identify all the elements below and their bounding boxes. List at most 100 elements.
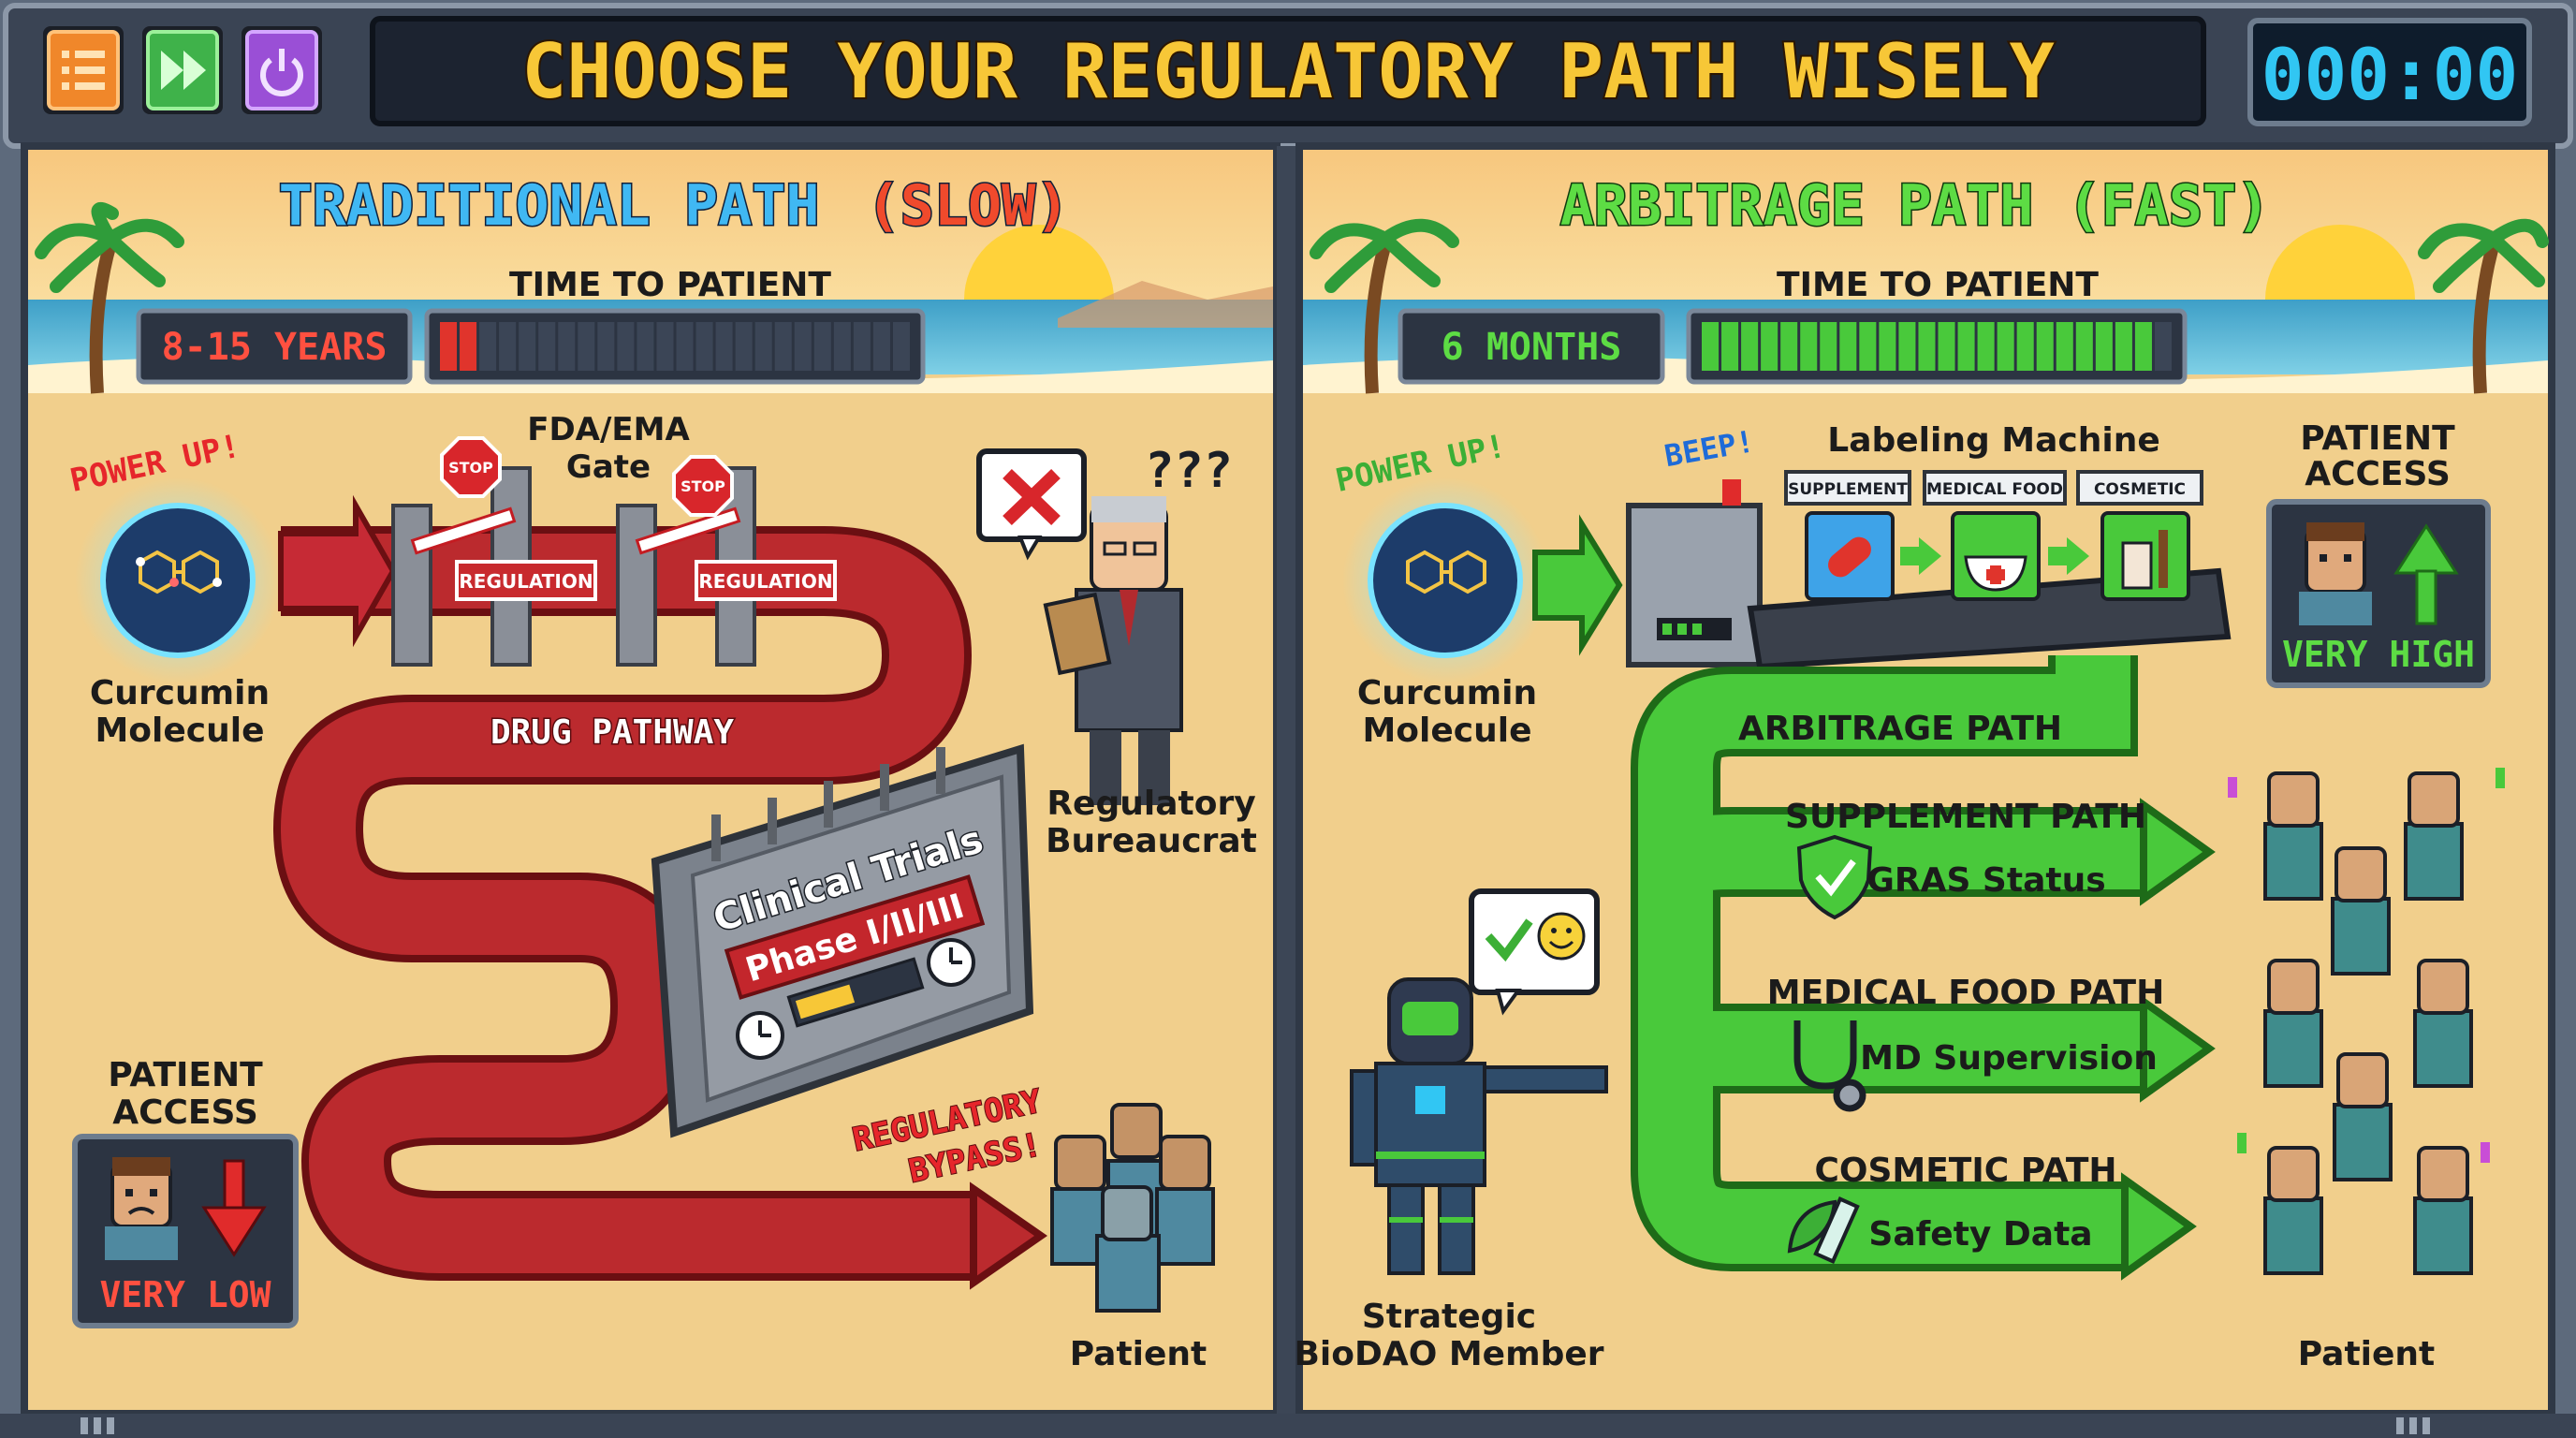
left-time-value-box: 8-15 YEARS: [136, 308, 413, 385]
left-progress-segment: [735, 322, 753, 371]
left-progress-segment: [872, 322, 890, 371]
regulation-sign-2: REGULATION: [695, 560, 837, 601]
palm-tree-icon: [35, 202, 184, 394]
right-progress-segment: [2095, 322, 2113, 371]
arrow-up-icon: [2393, 523, 2459, 625]
left-progress-segment: [499, 322, 517, 371]
right-molecule: [1342, 477, 1548, 683]
svg-text:STOP: STOP: [448, 459, 493, 477]
right-access-box: VERY HIGH: [2266, 499, 2491, 688]
happy-patient-group: [2228, 768, 2505, 1275]
fast-forward-icon: [161, 51, 206, 90]
right-progress-segment: [2016, 322, 2034, 371]
supplement-path-title: SUPPLEMENT PATH: [1785, 798, 2146, 836]
right-progress-segment: [2154, 322, 2172, 371]
right-panel: ARBITRAGE PATH (FAST) TIME TO PATIENT 6 …: [1294, 142, 2555, 1417]
right-progress-segment: [1918, 322, 1936, 371]
right-progress-segment: [1800, 322, 1818, 371]
timer-display: 000:00: [2261, 33, 2519, 116]
right-progress-segment: [1898, 322, 1916, 371]
left-progress-segment: [440, 322, 458, 371]
right-progress-segment: [1938, 322, 1955, 371]
right-access-label-1: PATIENT: [2300, 419, 2455, 458]
gate-label-1: FDA/EMA: [527, 411, 690, 448]
right-progress-segment: [1997, 322, 2014, 371]
molecule-icon-2: [1406, 550, 1486, 594]
leaf-tube-icon: [1787, 1196, 1860, 1264]
approval-speech-bubble: [1469, 888, 1600, 1016]
left-molecule: [75, 477, 281, 683]
gate-label-2: Gate: [566, 448, 651, 486]
member-label-2: BioDAO Member: [1294, 1335, 1603, 1373]
right-progress-segment: [1741, 322, 1759, 371]
food-bowl-icon: [1951, 511, 2041, 601]
palm-tree-icon-2: [1310, 218, 1459, 394]
stop-sign-icon: STOP: [440, 436, 502, 498]
menu-button[interactable]: [43, 26, 124, 114]
sad-face-icon: [105, 1157, 178, 1260]
left-progress-segment: [460, 322, 477, 371]
stop-sign-icon-2: STOP: [672, 455, 734, 517]
right-progress-segment: [1721, 322, 1739, 371]
right-progress-segment: [1879, 322, 1896, 371]
left-progress-segment: [853, 322, 871, 371]
supplement-path-badge: GRAS Status: [1866, 861, 2105, 900]
right-progress-segment: [2056, 322, 2073, 371]
power-icon: [260, 49, 303, 96]
svg-text:REGULATION: REGULATION: [698, 570, 832, 593]
right-progress-segment: [1957, 322, 1975, 371]
left-progress-segment: [715, 322, 733, 371]
bureaucrat-label-1: Regulatory: [1046, 785, 1255, 823]
right-pathway-label: ARBITRAGE PATH: [1738, 710, 2062, 748]
regulation-sign-1: REGULATION: [455, 560, 597, 601]
machine-label: Labeling Machine: [1827, 421, 2160, 460]
right-progress-segment: [2036, 322, 2054, 371]
right-patient-label: Patient: [2298, 1335, 2436, 1373]
medical-food-tag: MEDICAL FOOD: [1923, 470, 2067, 506]
rejection-speech-bubble: [976, 448, 1087, 561]
right-progress-segment: [1761, 322, 1778, 371]
page-title: CHOOSE YOUR REGULATORY PATH WISELY: [521, 28, 2055, 115]
svg-text:COSMETIC: COSMETIC: [2094, 480, 2186, 499]
bureaucrat-label-2: Bureaucrat: [1046, 822, 1257, 860]
right-time-label: TIME TO PATIENT: [1777, 266, 2099, 304]
left-progress-segment: [892, 322, 910, 371]
member-label-1: Strategic: [1362, 1298, 1536, 1336]
left-progress-segment: [519, 322, 536, 371]
power-button[interactable]: [242, 26, 322, 114]
smiley-icon: [1537, 912, 1586, 961]
right-progress-segment: [2115, 322, 2132, 371]
left-progress-segment: [794, 322, 812, 371]
drug-pathway-road: [272, 494, 1048, 1290]
right-molecule-label-1: Curcumin: [1357, 674, 1537, 712]
clinical-trials-wall: Clinical Trials Phase I/II/III: [651, 743, 1034, 1138]
svg-text:MEDICAL FOOD: MEDICAL FOOD: [1926, 480, 2063, 499]
left-progress-segment: [656, 322, 674, 371]
left-molecule-label-2: Molecule: [95, 712, 264, 750]
left-progress-segment: [833, 322, 851, 371]
right-progress-segment: [1977, 322, 1995, 371]
fast-forward-button[interactable]: [142, 26, 223, 114]
cosmetic-bottle-icon: [2100, 511, 2190, 601]
svg-text:REGULATION: REGULATION: [459, 570, 593, 593]
left-progress-segment: [774, 322, 792, 371]
left-progress-segment: [754, 322, 772, 371]
left-access-label-2: ACCESS: [112, 1093, 258, 1132]
left-pathway-label: DRUG PATHWAY: [490, 713, 734, 752]
wall-progress-bar: [786, 957, 925, 1028]
right-progress-segment: [1780, 322, 1798, 371]
right-access-value: VERY HIGH: [2282, 634, 2475, 675]
check-icon: [1485, 918, 1533, 962]
cosmetic-path-title: COSMETIC PATH: [1814, 1152, 2116, 1190]
green-arrow-to-machine: [1532, 514, 1623, 656]
shield-check-icon: [1796, 834, 1873, 920]
cosmetic-tag: COSMETIC: [2076, 470, 2203, 506]
left-progress-segment: [676, 322, 694, 371]
left-access-value: VERY LOW: [99, 1274, 271, 1315]
clock-icon: [736, 1011, 784, 1060]
left-title-tag: (SLOW): [867, 173, 1070, 239]
left-panel: TRADITIONAL PATH (SLOW) TIME TO PATIENT …: [21, 142, 1281, 1417]
right-time-progress-bar: [1686, 308, 2188, 385]
right-access-label-2: ACCESS: [2305, 455, 2451, 493]
